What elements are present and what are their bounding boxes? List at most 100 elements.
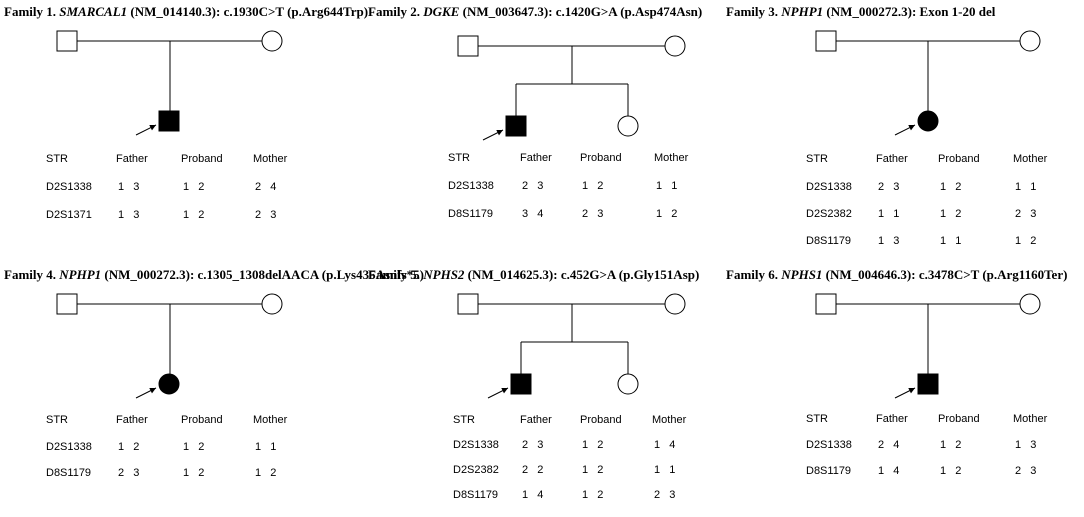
marker-name: D2S1338	[453, 439, 499, 451]
sibling-unaffected-female	[617, 373, 639, 395]
family-title: Family 4. NPHP1 (NM_000272.3): c.1305_13…	[4, 267, 424, 283]
family-title: Family 5. NPHS2 (NM_014625.3): c.452G>A …	[368, 267, 699, 283]
variant-description: (NM_014140.3): c.1930C>T (p.Arg644Trp)	[130, 4, 369, 19]
proband-affected-female	[158, 373, 180, 395]
father-header: Father	[876, 413, 908, 425]
proband-alleles: 1 2	[940, 465, 962, 477]
mother-alleles: 2 4	[255, 181, 277, 193]
marker-name: D8S1179	[453, 489, 499, 501]
father-alleles: 2 3	[118, 467, 140, 479]
proband-arrow-head	[908, 388, 915, 394]
mother-alleles: 1 1	[654, 464, 676, 476]
proband-affected-male	[158, 110, 180, 132]
family-label: Family 4.	[4, 267, 56, 282]
father-alleles: 2 3	[522, 439, 544, 451]
mother-header: Mother	[253, 414, 288, 426]
proband-alleles: 1 2	[582, 489, 604, 501]
str-header: STR	[46, 414, 68, 426]
pedigree-chart	[56, 293, 283, 399]
str-marker-row: D2S1338 1 2 1 2 1 1	[4, 441, 334, 455]
mother-alleles: 1 1	[255, 441, 277, 453]
marker-name: D8S1179	[806, 235, 852, 247]
marker-name: D2S2382	[806, 208, 852, 220]
family-panel-3: Family 3. NPHP1 (NM_000272.3): Exon 1-20…	[726, 4, 1084, 254]
father-header: Father	[520, 152, 552, 164]
marker-name: D8S1179	[806, 465, 852, 477]
father-alleles: 1 4	[522, 489, 544, 501]
father-header: Father	[116, 153, 148, 165]
proband-alleles: 1 2	[940, 181, 962, 193]
mother-symbol	[1019, 30, 1041, 52]
mother-symbol	[664, 35, 686, 57]
gene-name: NPHP1	[781, 4, 824, 19]
proband-header: Proband	[181, 153, 223, 165]
proband-arrow-head	[496, 130, 503, 136]
proband-header: Proband	[580, 152, 622, 164]
father-symbol	[457, 35, 479, 57]
marker-name: D2S1338	[46, 441, 92, 453]
mother-symbol	[1019, 293, 1041, 315]
proband-header: Proband	[938, 153, 980, 165]
mother-alleles: 1 3	[1015, 439, 1037, 451]
family-title: Family 6. NPHS1 (NM_004646.3): c.3478C>T…	[726, 267, 1067, 283]
family-title: Family 3. NPHP1 (NM_000272.3): Exon 1-20…	[726, 4, 995, 20]
father-symbol	[457, 293, 479, 315]
proband-header: Proband	[938, 413, 980, 425]
proband-alleles: 1 2	[183, 181, 205, 193]
str-marker-row: D8S1179 1 4 1 2 2 3	[368, 489, 698, 503]
father-alleles: 1 1	[878, 208, 900, 220]
proband-arrow-head	[501, 388, 508, 394]
mother-alleles: 1 1	[1015, 181, 1037, 193]
mother-alleles: 1 2	[255, 467, 277, 479]
variant-description: (NM_000272.3): c.1305_1308delAACA (p.Lys…	[104, 267, 424, 282]
proband-alleles: 1 2	[940, 208, 962, 220]
proband-affected-male	[510, 373, 532, 395]
father-alleles: 1 3	[878, 235, 900, 247]
father-alleles: 3 4	[522, 208, 544, 220]
pedigree-chart	[56, 30, 283, 136]
father-symbol	[815, 293, 837, 315]
family-label: Family 6.	[726, 267, 778, 282]
father-header: Father	[116, 414, 148, 426]
proband-alleles: 2 3	[582, 208, 604, 220]
father-alleles: 1 2	[118, 441, 140, 453]
proband-arrow-head	[149, 125, 156, 131]
mother-alleles: 2 3	[255, 209, 277, 221]
gene-name: NPHP1	[59, 267, 102, 282]
father-header: Father	[520, 414, 552, 426]
family-panel-6: Family 6. NPHS1 (NM_004646.3): c.3478C>T…	[726, 267, 1084, 517]
variant-description: (NM_004646.3): c.3478C>T (p.Arg1160Ter)	[825, 267, 1068, 282]
proband-arrow-head	[908, 125, 915, 131]
proband-alleles: 1 2	[183, 441, 205, 453]
father-alleles: 1 3	[118, 181, 140, 193]
variant-description: (NM_003647.3): c.1420G>A (p.Asp474Asn)	[462, 4, 703, 19]
proband-header: Proband	[580, 414, 622, 426]
mother-alleles: 2 3	[1015, 208, 1037, 220]
gene-name: DGKE	[423, 4, 460, 19]
proband-affected-male	[505, 115, 527, 137]
father-alleles: 2 4	[878, 439, 900, 451]
proband-affected-male	[917, 373, 939, 395]
variant-description: (NM_000272.3): Exon 1-20 del	[826, 4, 996, 19]
father-alleles: 2 3	[878, 181, 900, 193]
father-header: Father	[876, 153, 908, 165]
proband-alleles: 1 1	[940, 235, 962, 247]
family-label: Family 5.	[368, 267, 420, 282]
pedigree-chart	[815, 293, 1041, 399]
family-panel-4: Family 4. NPHP1 (NM_000272.3): c.1305_13…	[4, 267, 424, 517]
mother-alleles: 2 3	[654, 489, 676, 501]
father-alleles: 1 4	[878, 465, 900, 477]
str-header: STR	[453, 414, 475, 426]
marker-name: D2S2382	[453, 464, 499, 476]
